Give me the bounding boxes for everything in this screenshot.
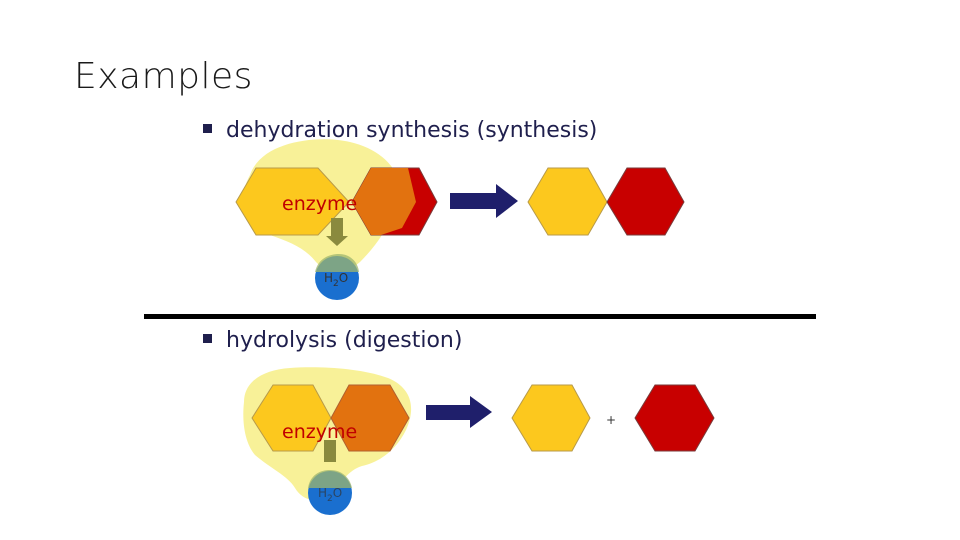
yellow-hexagon-product-synthesis <box>527 167 608 236</box>
reaction-arrow-shaft-synthesis <box>450 193 500 209</box>
orange-overlap-synthesis <box>352 168 416 235</box>
section-divider <box>144 314 816 319</box>
red-hexagon-product-hydrolysis <box>634 384 715 452</box>
bullet-synthesis-text: dehydration synthesis (synthesis) <box>226 118 598 143</box>
bullet-marker <box>203 333 212 343</box>
orange-hexagon-hydrolysis <box>330 384 410 452</box>
water-label-synthesis: H2O <box>324 271 348 289</box>
enzyme-stem-tip-synthesis <box>326 236 348 246</box>
water-label-hydrolysis: H2O <box>318 486 342 504</box>
reaction-arrow-shaft-hydrolysis <box>426 405 474 420</box>
enzyme-label-synthesis: enzyme <box>282 193 357 215</box>
slide-title: Examples <box>74 56 253 97</box>
yellow-hexagon-hydrolysis <box>251 384 332 452</box>
water-highlight-hydrolysis <box>308 470 352 488</box>
water-highlight-synthesis <box>315 254 359 272</box>
enzyme-stem-synthesis <box>331 218 343 238</box>
bullet-hydrolysis-text: hydrolysis (digestion) <box>226 328 463 353</box>
enzyme-label-hydrolysis: enzyme <box>282 421 357 443</box>
bullet-hydrolysis: hydrolysis (digestion) <box>203 328 462 353</box>
reaction-arrow-head-synthesis <box>496 184 518 218</box>
enzyme-stem-hydrolysis <box>324 440 336 462</box>
reaction-arrow-head-hydrolysis <box>470 396 492 428</box>
yellow-hexagon-synthesis <box>235 167 350 236</box>
red-hexagon-product-synthesis <box>606 167 685 236</box>
yellow-hexagon-product-hydrolysis <box>511 384 591 452</box>
bullet-marker <box>203 123 212 133</box>
bullet-synthesis: dehydration synthesis (synthesis) <box>203 118 597 143</box>
plus-sign: + <box>606 413 616 427</box>
